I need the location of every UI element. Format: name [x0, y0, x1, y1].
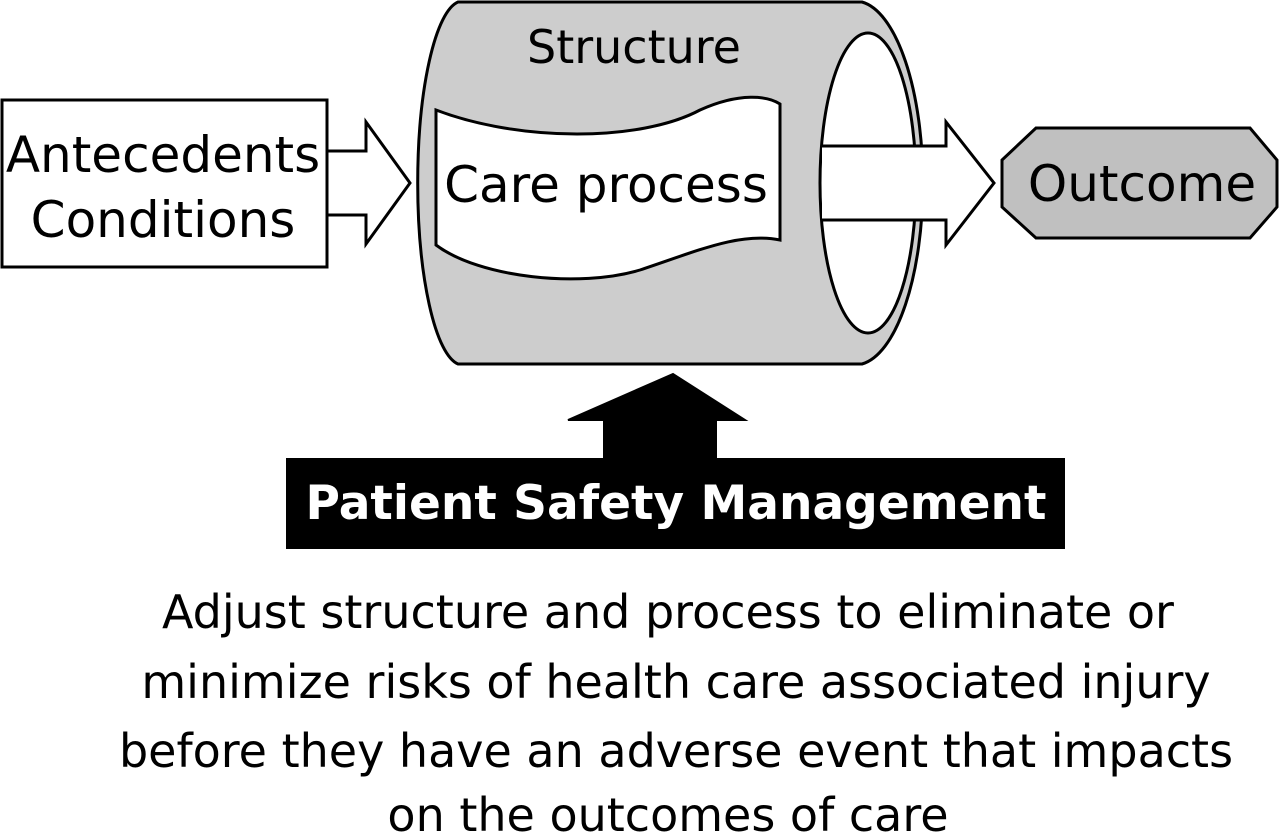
input-arrow [325, 117, 412, 249]
description-line-4: on the outcomes of care [387, 788, 948, 836]
description-line-3: before they have an adverse event that i… [119, 724, 1233, 778]
output-arrow [822, 117, 996, 250]
description-line-2: minimize risks of health care associated… [141, 655, 1210, 709]
care-process-label: Care process [444, 156, 768, 214]
outcome-label: Outcome [1028, 155, 1256, 213]
management-up-arrow [567, 372, 749, 461]
structure-label: Structure [527, 20, 741, 74]
management-banner [286, 458, 1065, 549]
care-process-banner [434, 95, 782, 281]
conditions-label: Conditions [31, 191, 296, 249]
antecedents-label: Antecedents [6, 126, 320, 184]
management-label: Patient Safety Management [306, 476, 1047, 531]
antecedents-box [0, 98, 329, 269]
description-line-1: Adjust structure and process to eliminat… [162, 585, 1174, 639]
outcome-box [1000, 126, 1279, 240]
